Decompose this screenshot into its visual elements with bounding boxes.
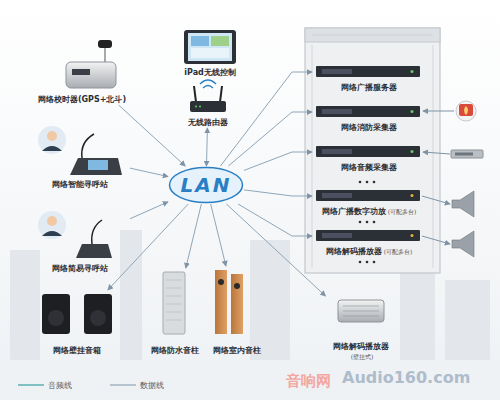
rack-cabinet: [305, 28, 440, 273]
device-label: 网络壁挂音箱: [53, 346, 101, 356]
device-label: 网络智能寻呼站: [52, 180, 108, 190]
data-link: [211, 204, 226, 266]
network-hub: LAN: [168, 166, 244, 204]
watermark: Audio160.com: [342, 368, 470, 387]
device-node: 网络音频采集器: [312, 144, 426, 173]
ipad-icon: [184, 30, 236, 64]
device-note: (壁挂式): [320, 352, 404, 362]
data-link: [130, 202, 168, 219]
device-node: 网络智能寻呼站: [30, 124, 130, 190]
device-label: 网络简易寻呼站: [52, 264, 108, 274]
device-label: 网络广播服务器: [341, 83, 397, 93]
device-node: 无线路由器: [178, 80, 238, 128]
data-link: [244, 152, 312, 170]
device-node: 网络解码播放器(壁挂式): [318, 296, 404, 362]
device-node: 网络消防采集器: [312, 104, 426, 133]
data-link: [228, 112, 312, 166]
watermark: 音响网: [286, 372, 331, 391]
peripheral-wires: [422, 111, 454, 244]
device-note: (可配多台): [384, 247, 413, 257]
data-link: [238, 204, 312, 236]
device-label: 网络音频采集器: [341, 163, 397, 173]
router-icon: [190, 80, 226, 112]
data-link: [244, 190, 312, 196]
device-label: 网络广播数字功放: [322, 207, 386, 217]
device-node: 网络简易寻呼站: [30, 208, 130, 274]
device-node: 网络室内音柱: [206, 266, 268, 356]
legend-item: 数据线: [140, 380, 164, 391]
decoder-icon: [338, 300, 384, 322]
device-label: 网络室内音柱: [213, 346, 261, 356]
device-node: 网络广播数字功放(可配多台): [312, 188, 426, 217]
device-node: 网络校时器(GPS+北斗): [22, 38, 142, 105]
legend-samples: [18, 384, 136, 385]
device-label: 网络解码播放器: [326, 247, 382, 257]
horn-speaker-icons: [452, 191, 474, 257]
device-node: 网络壁挂音箱: [32, 290, 122, 356]
data-link: [130, 168, 168, 176]
legend-label: 数据线: [140, 380, 164, 391]
device-note: (可配多台): [388, 207, 417, 217]
data-link: [119, 105, 186, 166]
paging-station-icon: [70, 134, 122, 258]
data-link: [108, 204, 188, 290]
legend-item: 音频线: [48, 380, 72, 391]
device-label: 网络消防采集器: [341, 123, 397, 133]
wall-speaker-icon: [42, 294, 112, 334]
rack-units: [316, 66, 420, 241]
data-link: [226, 204, 325, 296]
device-node: 网络解码播放器(可配多台): [312, 228, 426, 257]
column-speaker-icon: [163, 270, 243, 334]
data-link: [186, 204, 202, 268]
fire-alarm-icon: [456, 101, 476, 121]
time-server-icon: [66, 40, 116, 88]
audio-source-icon: [451, 150, 483, 158]
device-node: iPad无线控制: [172, 28, 248, 78]
device-node: 网络广播服务器: [312, 64, 426, 93]
hub-label: LAN: [181, 174, 232, 196]
device-label: 网络校时器(GPS+北斗): [38, 95, 126, 105]
device-label: iPad无线控制: [184, 68, 236, 78]
device-label: 网络解码播放器: [333, 342, 389, 352]
device-label: 网络防水音柱: [151, 346, 199, 356]
data-link: [206, 128, 208, 166]
device-node: 网络防水音柱: [144, 268, 206, 356]
legend-label: 音频线: [48, 380, 72, 391]
device-label: 无线路由器: [188, 118, 228, 128]
